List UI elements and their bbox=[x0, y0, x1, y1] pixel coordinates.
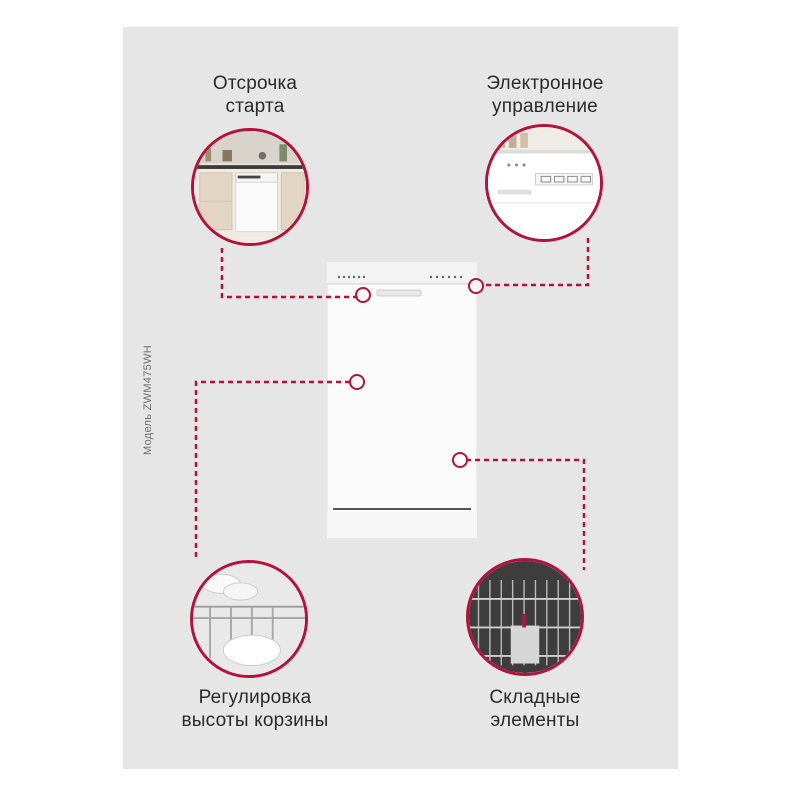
kitchen-illustration bbox=[194, 131, 306, 243]
feature-label-electronic-control: Электронное управление bbox=[465, 72, 625, 118]
kitchen-photo-circle bbox=[191, 128, 309, 246]
folding-elements-illustration bbox=[469, 561, 581, 673]
basket-height-line2: высоты корзины bbox=[181, 710, 329, 731]
hotspot-basket-height[interactable] bbox=[349, 374, 365, 390]
feature-label-folding-elements: Складные элементы bbox=[465, 686, 605, 732]
folding-elements-photo-circle bbox=[466, 558, 584, 676]
hotspot-folding-elements[interactable] bbox=[452, 452, 468, 468]
folding-elements-line2: элементы bbox=[490, 710, 580, 731]
feature-label-basket-height: Регулировка высоты корзины bbox=[160, 686, 350, 732]
basket-height-line1: Регулировка bbox=[198, 687, 312, 708]
feature-label-start-delay: Отсрочка старта bbox=[190, 72, 320, 118]
basket-illustration bbox=[193, 563, 305, 675]
hotspot-start-delay[interactable] bbox=[355, 287, 371, 303]
start-delay-line2: старта bbox=[225, 96, 285, 117]
model-label: Модель ZWM475WH bbox=[142, 345, 154, 455]
basket-photo-circle bbox=[190, 560, 308, 678]
hotspot-electronic-control[interactable] bbox=[468, 278, 484, 294]
folding-elements-line1: Складные bbox=[489, 687, 581, 708]
control-panel-illustration bbox=[488, 127, 600, 239]
dishwasher-illustration bbox=[327, 262, 477, 538]
start-delay-line1: Отсрочка bbox=[212, 73, 298, 94]
electronic-control-line1: Электронное bbox=[486, 73, 604, 94]
electronic-control-line2: управление bbox=[492, 96, 598, 117]
control-panel-photo-circle bbox=[485, 124, 603, 242]
